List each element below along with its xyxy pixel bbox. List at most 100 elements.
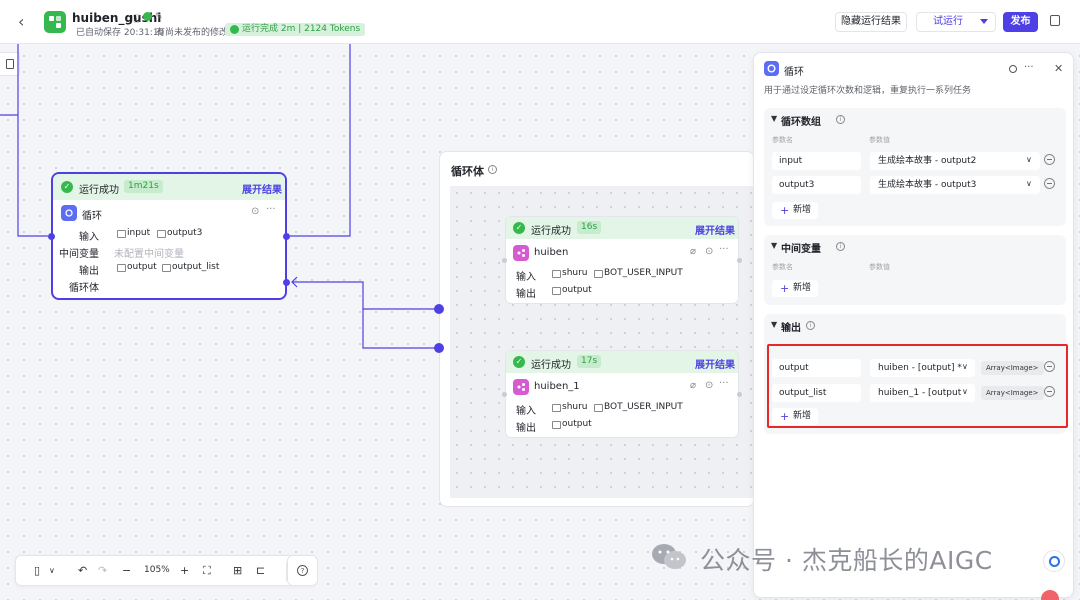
help-button[interactable]: ? <box>287 555 318 586</box>
remove-icon[interactable] <box>1044 361 1055 372</box>
target-icon[interactable]: ⊙ <box>705 246 714 257</box>
output-name-input[interactable]: output <box>772 359 861 377</box>
document-tab[interactable] <box>0 52 20 76</box>
more-icon[interactable]: ··· <box>1024 62 1034 73</box>
mute-icon[interactable]: ⌀ <box>690 380 697 391</box>
layout-icon[interactable]: ⊏ <box>256 564 266 577</box>
hide-results-button[interactable]: 隐藏运行结果 <box>835 12 907 32</box>
node-status-bar: ✓ 运行成功 17s 展开结果 <box>506 351 738 373</box>
redo-icon[interactable]: ↷ <box>98 564 108 577</box>
loop-body-port[interactable] <box>283 279 290 286</box>
chevron-left-icon[interactable]: ‹ <box>18 12 25 31</box>
output-name-input[interactable]: output_list <box>772 384 861 402</box>
param-name-input[interactable]: input <box>772 152 861 170</box>
huiben-1-node[interactable]: ✓ 运行成功 17s 展开结果 huiben_1 ⌀ ⊙ ··· 输入 shur… <box>505 350 739 438</box>
loop-body-container[interactable]: 循环体 i ✓ 运行成功 16s 展开结果 huiben ⌀ ⊙ ··· 输入 … <box>439 151 755 507</box>
param-value-select[interactable]: 生成绘本故事 - output2 <box>870 152 1040 170</box>
info-icon[interactable]: ⓘ <box>132 15 142 25</box>
loop-body-canvas[interactable]: ✓ 运行成功 16s 展开结果 huiben ⌀ ⊙ ··· 输入 shuru … <box>450 186 754 498</box>
input-tag: output3 <box>155 227 205 240</box>
node-output-port[interactable] <box>737 392 742 397</box>
more-icon[interactable]: ··· <box>266 204 276 215</box>
publish-button[interactable]: 发布 <box>1003 12 1038 32</box>
edit-icon[interactable]: ✎ <box>155 12 163 22</box>
param-name-input[interactable]: output3 <box>772 176 861 194</box>
zoom-in-icon[interactable]: + <box>180 564 190 577</box>
undo-icon[interactable]: ↶ <box>78 564 88 577</box>
close-icon[interactable]: ✕ <box>1054 62 1064 75</box>
remove-icon[interactable] <box>1044 178 1055 189</box>
chevron-down-icon[interactable]: ▼ <box>771 114 778 123</box>
output-tag: output <box>115 261 160 274</box>
node-input-port[interactable] <box>502 258 507 263</box>
pointer-icon[interactable]: ▯ <box>34 564 41 577</box>
loop-body-output-port[interactable] <box>434 343 444 353</box>
info-icon[interactable]: i <box>806 321 815 330</box>
expand-results-link[interactable]: 展开结果 <box>695 226 735 237</box>
output-value-select[interactable]: huiben - [output] * <box>870 359 975 377</box>
more-icon[interactable]: ··· <box>719 244 729 255</box>
fit-view-icon[interactable]: ⛶ <box>203 564 211 577</box>
zoom-out-icon[interactable]: − <box>122 564 132 577</box>
loop-node-icon <box>61 205 77 221</box>
target-icon[interactable] <box>1009 65 1017 73</box>
output-tag: output <box>550 284 595 297</box>
output-tag: output <box>550 418 595 431</box>
param-value-select[interactable]: 生成绘本故事 - output3 <box>870 176 1040 194</box>
input-port[interactable] <box>48 233 55 240</box>
add-button[interactable]: 新增 <box>772 280 819 297</box>
grid-icon[interactable]: ⊞ <box>233 564 243 577</box>
huiben-node[interactable]: ✓ 运行成功 16s 展开结果 huiben ⌀ ⊙ ··· 输入 shuru … <box>505 216 739 304</box>
output-port[interactable] <box>283 233 290 240</box>
loop-body-title: 循环体 <box>451 165 484 178</box>
watermark-text: 公众号 · 杰克船长的AIGC <box>700 546 993 575</box>
loop-node[interactable]: ✓ 运行成功 1m21s 展开结果 循环 ⊙ ··· 输入 input outp… <box>51 172 287 300</box>
assistant-button[interactable] <box>1043 550 1065 572</box>
top-header: ‹ huiben_gushi ⓘ ✎ 已自动保存 20:31:19 有尚未发布的… <box>0 0 1080 44</box>
chevron-down-icon[interactable]: ▼ <box>771 320 778 329</box>
output-value-select[interactable]: huiben_1 - [output <box>870 384 975 402</box>
target-icon[interactable]: ⊙ <box>705 380 714 391</box>
test-run-button[interactable]: 试运行 <box>916 12 996 32</box>
chevron-down-icon[interactable] <box>980 19 988 24</box>
input-tag: shuru <box>550 401 591 414</box>
loop-body-input-port[interactable] <box>434 304 444 314</box>
chevron-down-icon[interactable]: ∨ <box>962 362 968 371</box>
output-label: 输出 <box>516 423 536 434</box>
info-icon[interactable]: i <box>836 242 845 251</box>
section-title: 中间变量 <box>781 244 821 255</box>
loop-icon <box>65 209 73 217</box>
remove-icon[interactable] <box>1044 154 1055 165</box>
input-label: 输入 <box>79 232 99 243</box>
expand-results-link[interactable]: 展开结果 <box>695 360 735 371</box>
input-tag: BOT_USER_INPUT <box>592 401 686 414</box>
chevron-down-icon[interactable]: ∨ <box>1026 179 1032 188</box>
node-input-port[interactable] <box>502 392 507 397</box>
mid-var-empty: 未配置中间变量 <box>114 249 184 260</box>
notification-dot[interactable] <box>1041 590 1059 600</box>
check-circle-icon <box>230 25 239 34</box>
more-icon[interactable]: ··· <box>719 378 729 389</box>
target-icon[interactable]: ⊙ <box>251 206 260 217</box>
node-status-bar: ✓ 运行成功 16s 展开结果 <box>506 217 738 239</box>
mute-icon[interactable]: ⌀ <box>690 246 697 257</box>
toolbar-divider <box>286 562 287 581</box>
type-badge: Array<Image> <box>981 361 1044 375</box>
expand-results-link[interactable]: 展开结果 <box>242 185 282 196</box>
loop-node-title: 循环 <box>82 211 102 222</box>
test-run-label: 试运行 <box>933 16 963 27</box>
remove-icon[interactable] <box>1044 386 1055 397</box>
zoom-level[interactable]: 105% <box>144 565 170 575</box>
add-button[interactable]: 新增 <box>772 202 819 219</box>
chevron-down-icon[interactable]: ▼ <box>771 241 778 250</box>
chevron-down-icon[interactable]: ∨ <box>49 566 55 575</box>
node-output-port[interactable] <box>737 258 742 263</box>
info-icon[interactable]: i <box>488 165 497 174</box>
chevron-down-icon[interactable]: ∨ <box>1026 155 1032 164</box>
column-header: 参数名 <box>772 263 793 271</box>
add-button[interactable]: 新增 <box>772 408 819 425</box>
copy-icon[interactable] <box>1050 15 1060 26</box>
chevron-down-icon[interactable]: ∨ <box>962 387 968 396</box>
info-icon[interactable]: i <box>836 115 845 124</box>
